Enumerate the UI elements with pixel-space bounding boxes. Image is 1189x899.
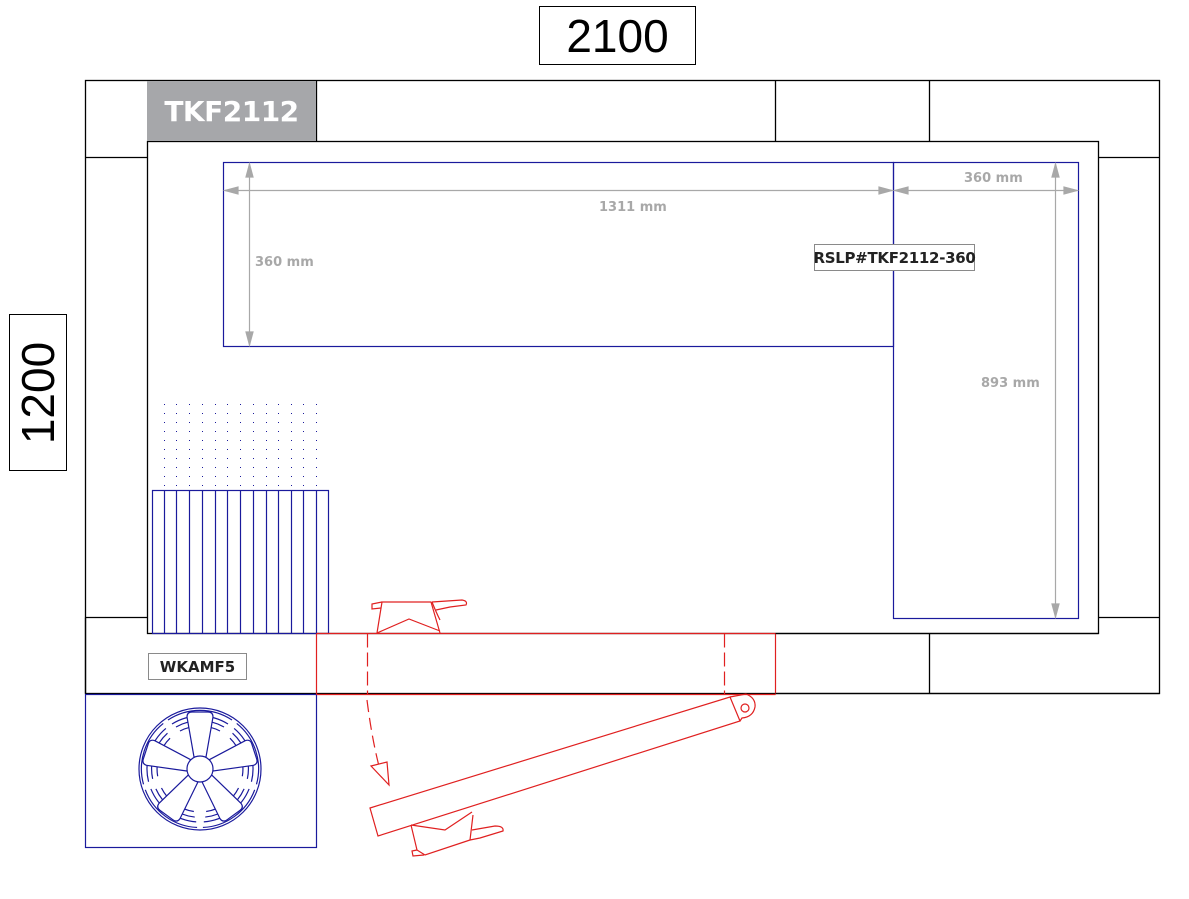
shelf-label: RSLP#TKF2112-360 [813, 244, 976, 271]
shelving [222, 161, 1080, 620]
overall-height-dimension: 1200 [9, 314, 67, 471]
door-swing-arrow-icon [366, 699, 390, 787]
model-code-tag: TKF2112 [147, 81, 316, 141]
top-shelf-length-label: 1311 mm [599, 200, 667, 215]
bottom-band-right [775, 632, 1160, 695]
dimension-lines [222, 161, 1080, 620]
fan-icon [138, 707, 262, 831]
overall-height-value: 1200 [12, 341, 64, 444]
unit-label: WKAMF5 [148, 653, 247, 680]
airflow-dots [164, 404, 317, 488]
door-handle-open-icon [410, 811, 504, 857]
floor-grate-icon [151, 489, 330, 635]
top-shelf-depth-label: 360 mm [255, 255, 314, 270]
overall-width-value: 2100 [566, 9, 669, 62]
open-door-leaf [369, 693, 756, 837]
refrigeration-unit [84, 693, 318, 849]
door [315, 632, 777, 696]
overall-width-dimension: 2100 [539, 6, 696, 65]
side-shelf-length-label: 893 mm [981, 376, 1040, 391]
door-handle-icon [371, 599, 468, 634]
side-shelf-width-label: 360 mm [964, 171, 1023, 186]
side-shelf [892, 161, 1080, 620]
